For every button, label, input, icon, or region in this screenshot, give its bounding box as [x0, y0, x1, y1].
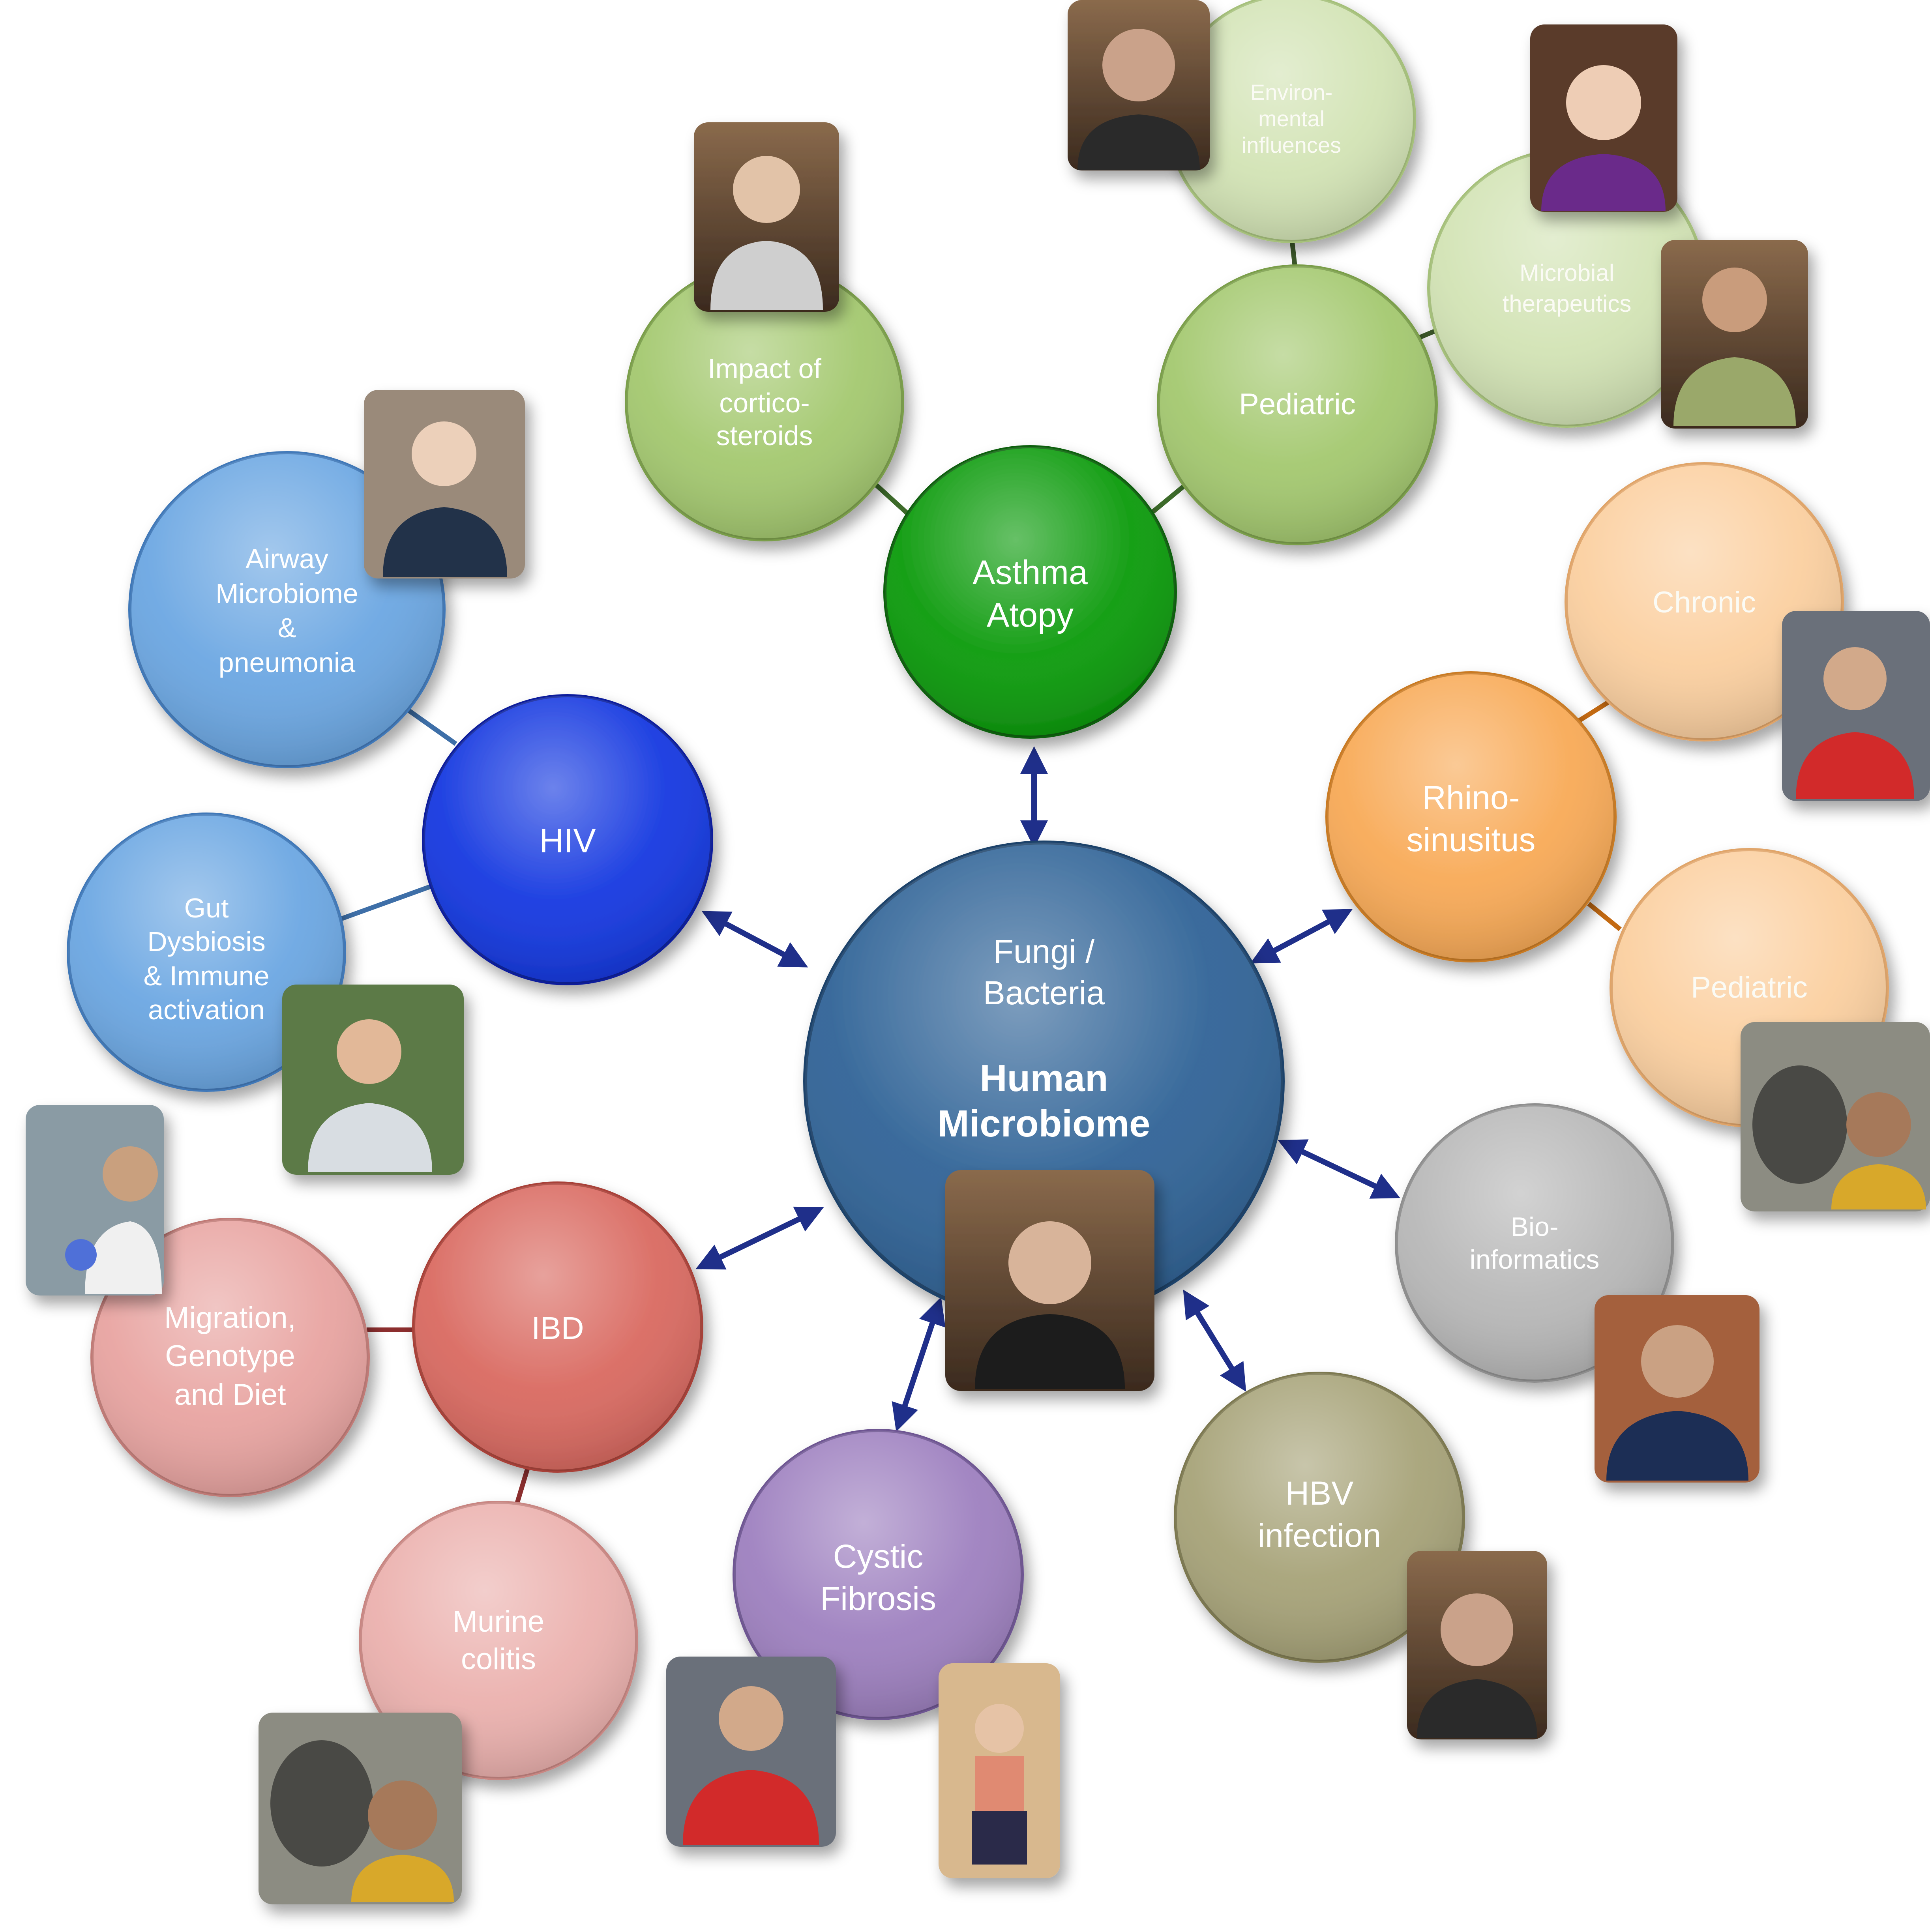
node-environmental-label-1: Environ-: [1250, 80, 1333, 105]
person-photo-airway: [364, 390, 525, 578]
node-cystic-label-1: Cystic: [833, 1538, 924, 1575]
node-chronic-label: Chronic: [1653, 586, 1756, 619]
node-microbial-label-1: Microbial: [1520, 260, 1614, 286]
arrow-center-hbv: [1183, 1290, 1246, 1392]
node-microbial[interactable]: Microbial therapeutics: [1427, 148, 1707, 428]
node-bioinformatics-label-1: Bio-: [1511, 1212, 1559, 1242]
center-label-line-2: Bacteria: [983, 974, 1105, 1011]
person-photo-environmental: [1068, 0, 1210, 170]
node-bioinformatics-label-2: informatics: [1470, 1245, 1600, 1275]
node-gut-label-2: Dysbiosis: [147, 926, 266, 957]
node-hbv-label-1: HBV: [1285, 1475, 1354, 1512]
person-photo-chronic: [1782, 611, 1930, 801]
node-asthma[interactable]: Asthma Atopy: [883, 445, 1177, 739]
node-corticosteroids-label-3: steroids: [716, 420, 813, 451]
arrow-center-ibd: [695, 1206, 824, 1270]
person-photo-migration: [26, 1105, 164, 1295]
node-corticosteroids[interactable]: Impact of cortico- steroids: [625, 262, 904, 541]
node-environmental[interactable]: Environ- mental influences: [1167, 0, 1416, 243]
node-environmental-label-3: influences: [1242, 133, 1341, 157]
node-center-human-microbiome[interactable]: Fungi / Bacteria Human Microbiome: [803, 841, 1285, 1322]
node-ibd-label: IBD: [531, 1310, 584, 1346]
arrow-center-cystic: [892, 1297, 946, 1432]
node-gut-label-3: & Immune: [144, 960, 270, 991]
node-migration-label-2: Genotype: [165, 1339, 295, 1373]
node-asthma-label-1: Asthma: [972, 554, 1088, 592]
node-migration-label-3: and Diet: [174, 1378, 286, 1412]
photo-tiles: [26, 0, 1930, 1904]
node-migration[interactable]: Migration, Genotype and Diet: [90, 1218, 370, 1497]
node-gut-label-4: activation: [148, 994, 265, 1025]
arrow-center-bioinformatics: [1278, 1139, 1400, 1199]
node-hiv-label: HIV: [539, 822, 596, 860]
arrow-center-hiv: [701, 911, 808, 968]
person-photo-center: [945, 1170, 1154, 1391]
person-photo-microbial-2: [1661, 240, 1808, 429]
node-corticosteroids-label-1: Impact of: [708, 353, 821, 384]
node-pediatric-asthma[interactable]: Pediatric: [1157, 264, 1438, 545]
person-photo-gut: [282, 985, 464, 1175]
node-murine-label-2: colitis: [461, 1642, 536, 1676]
node-gut[interactable]: Gut Dysbiosis & Immune activation: [67, 812, 346, 1092]
node-airway-label-2: Microbiome: [215, 578, 358, 609]
node-cystic-label-2: Fibrosis: [820, 1580, 936, 1617]
arrow-center-rhino: [1250, 909, 1353, 964]
node-asthma-label-2: Atopy: [987, 596, 1074, 634]
node-airway-label-3: &: [278, 612, 296, 643]
node-hbv-label-2: infection: [1258, 1517, 1381, 1554]
node-rhinosinusitis[interactable]: Rhino- sinusitus: [1325, 671, 1617, 962]
person-photo-murine: [259, 1713, 462, 1904]
connector-rhino-pediatric: [1587, 902, 1622, 931]
node-cystic[interactable]: Cystic Fibrosis: [733, 1429, 1024, 1720]
node-corticosteroids-label-2: cortico-: [719, 388, 809, 418]
node-pediatric-asthma-label: Pediatric: [1239, 388, 1356, 421]
connector-hiv-gut: [338, 884, 433, 922]
node-microbial-label-2: therapeutics: [1503, 290, 1632, 317]
node-gut-label-1: Gut: [184, 893, 229, 923]
person-photo-pediatric-rhino: [1741, 1022, 1930, 1211]
node-environmental-label-2: mental: [1258, 106, 1325, 131]
node-murine[interactable]: Murine colitis: [359, 1501, 638, 1780]
node-airway-label-4: pneumonia: [219, 647, 355, 678]
node-migration-label-1: Migration,: [164, 1301, 296, 1335]
node-rhinosinusitis-label-1: Rhino-: [1422, 779, 1520, 816]
person-photo-corticosteroids: [694, 122, 839, 312]
node-pediatric-rhino-label: Pediatric: [1691, 971, 1808, 1004]
center-label-bold-2: Microbiome: [938, 1103, 1151, 1145]
person-photo-microbial-1: [1530, 24, 1677, 212]
node-airway-label-1: Airway: [245, 543, 328, 574]
connector-ibd-murine: [515, 1463, 531, 1504]
node-rhinosinusitis-label-2: sinusitus: [1407, 821, 1536, 858]
person-photo-bioinformatics: [1595, 1295, 1759, 1483]
center-label-bold-1: Human: [980, 1057, 1108, 1099]
person-photo-hbv: [1407, 1551, 1547, 1739]
node-ibd[interactable]: IBD: [412, 1181, 703, 1473]
person-photo-cystic-2: [939, 1663, 1060, 1878]
connector-hiv-airway: [407, 708, 457, 746]
person-photo-cystic-1: [666, 1657, 836, 1847]
node-hiv[interactable]: HIV: [422, 694, 713, 985]
node-chronic[interactable]: Chronic: [1565, 462, 1844, 741]
node-hbv[interactable]: HBV infection: [1174, 1372, 1465, 1663]
center-label-line-1: Fungi /: [993, 933, 1095, 970]
node-murine-label-1: Murine: [453, 1605, 544, 1638]
relationship-arrows: [695, 746, 1400, 1432]
